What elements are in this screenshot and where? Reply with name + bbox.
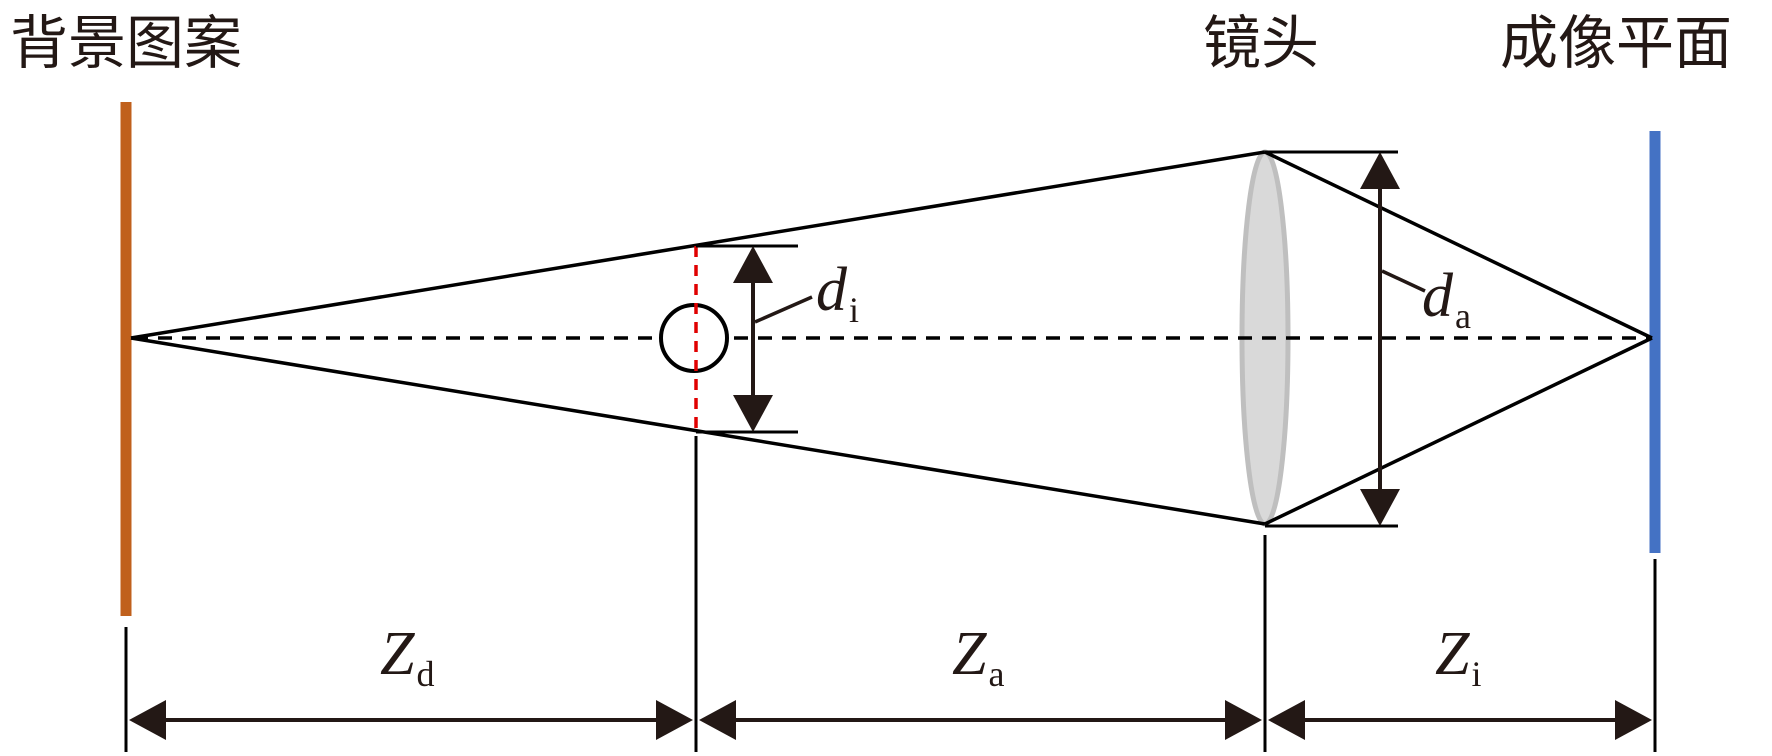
di-leader xyxy=(754,295,813,324)
zd-arrowhead-right xyxy=(656,700,693,740)
zd-symbol: Zd xyxy=(380,620,434,694)
object-circle xyxy=(659,303,729,373)
ray-lower-to-image xyxy=(1264,336,1653,526)
zd-arrowhead-left xyxy=(129,700,166,740)
di-arrowhead-bottom xyxy=(733,395,773,432)
zi-arrowhead-right xyxy=(1615,700,1652,740)
da-leader xyxy=(1381,269,1426,293)
da-arrowhead-top xyxy=(1360,152,1400,189)
background-pattern-label: 背景图案 xyxy=(10,9,242,77)
zi-arrowhead-left xyxy=(1268,700,1305,740)
da-arrowhead-bottom xyxy=(1360,489,1400,526)
za-symbol: Za xyxy=(952,620,1004,694)
zi-symbol: Zi xyxy=(1435,620,1482,694)
lens-label: 镜头 xyxy=(1203,9,1319,77)
da-symbol: da xyxy=(1422,262,1471,336)
za-arrowhead-left xyxy=(699,700,736,740)
di-symbol: di xyxy=(816,256,859,330)
ray-upper-to-image xyxy=(1264,150,1653,340)
image-plane-label: 成像平面 xyxy=(1500,9,1732,77)
za-arrowhead-right xyxy=(1225,700,1262,740)
di-arrowhead-top xyxy=(733,246,773,283)
